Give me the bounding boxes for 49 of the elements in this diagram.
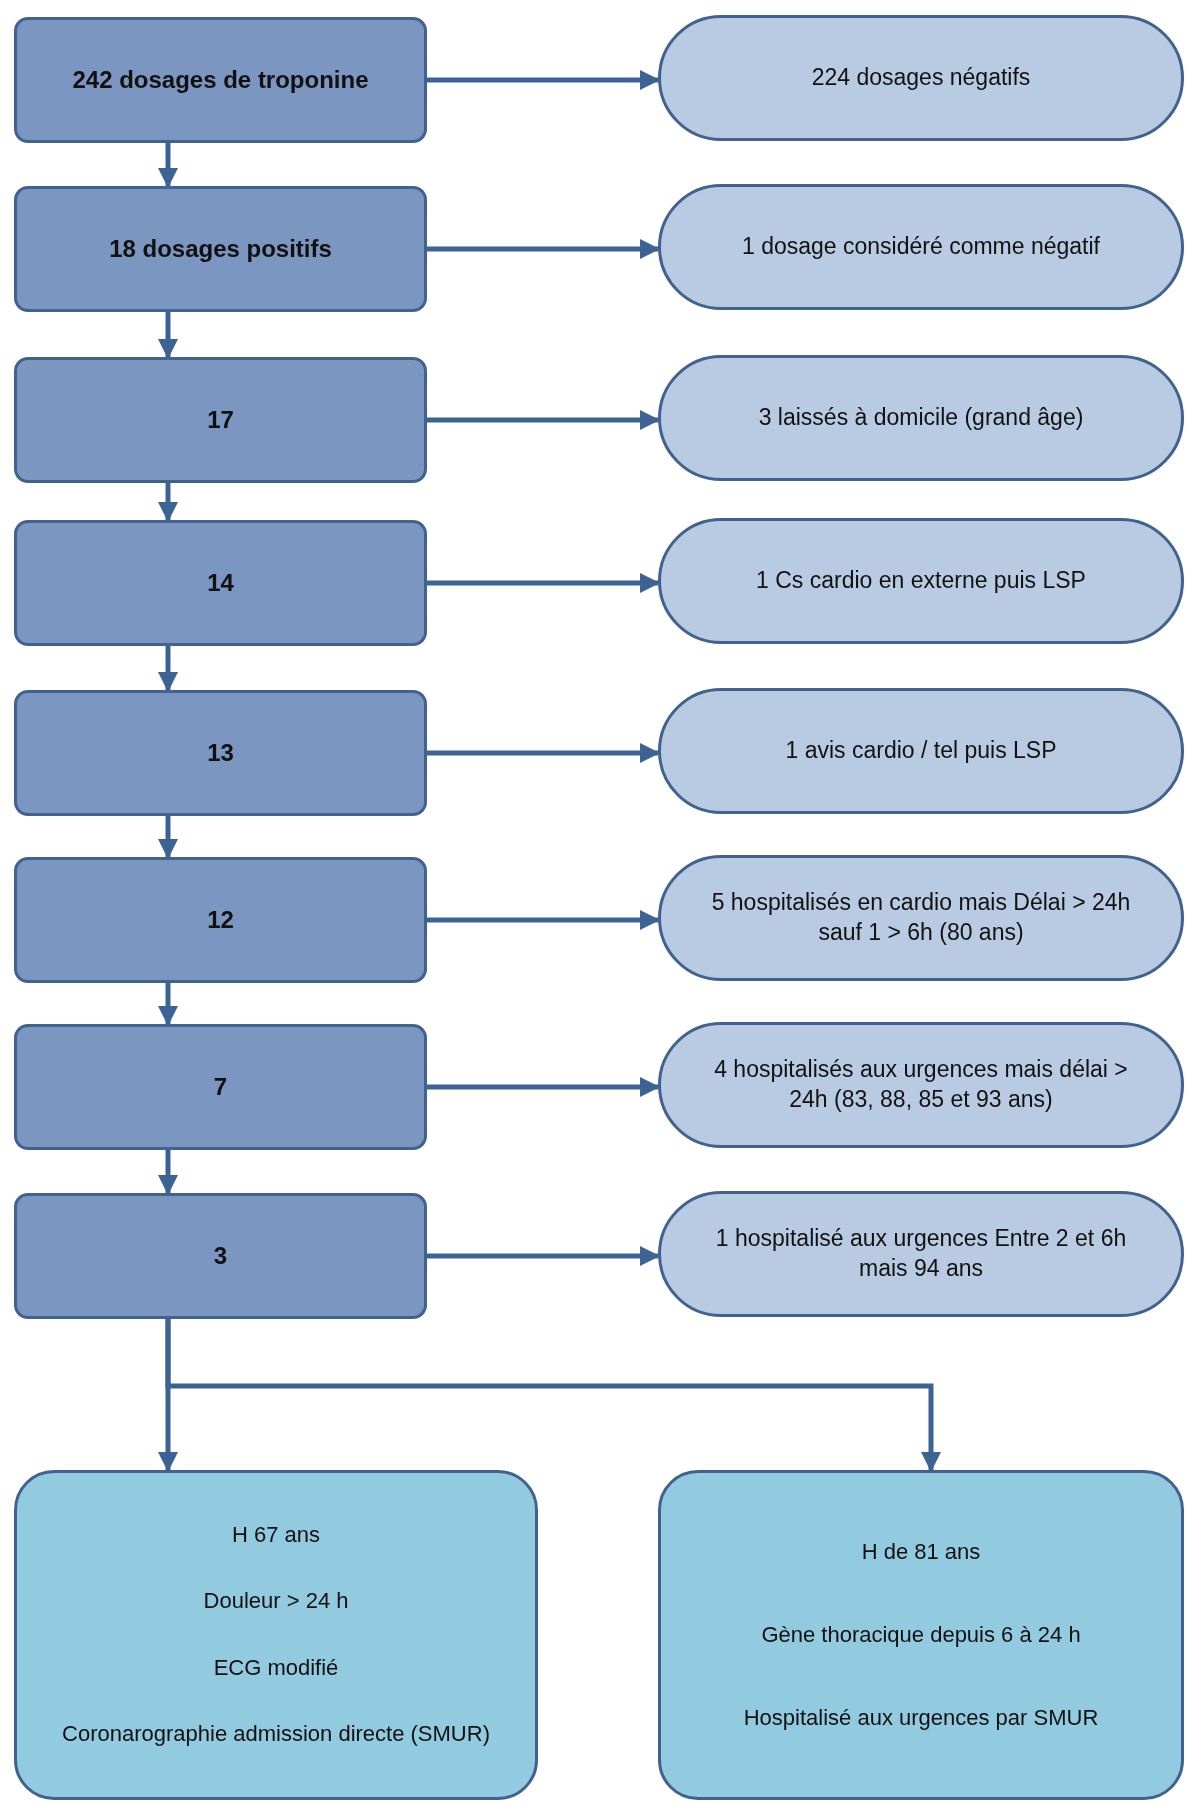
node-text: 17 — [207, 405, 234, 436]
process-box — [14, 357, 427, 483]
arrow — [427, 239, 660, 259]
result-box — [14, 1470, 538, 1800]
node-text: H de 81 ans — [861, 1537, 981, 1566]
node-text: 14 — [207, 568, 234, 599]
arrow — [427, 910, 660, 930]
node-text: Hospitalisé aux urgences par SMUR — [743, 1703, 1099, 1732]
node-text: Douleur > 24 h — [203, 1587, 349, 1616]
process-box — [14, 1024, 427, 1150]
node-text: 242 dosages de troponine — [72, 65, 369, 96]
arrow — [427, 573, 660, 593]
process-box — [14, 857, 427, 983]
node-text: 4 hospitalisés aux urgences mais délai > 24h (83, 88, 85 et 93 ans) — [713, 1055, 1129, 1114]
arrow — [158, 483, 178, 522]
node-text: 1 hospitalisé aux urgences Entre 2 et 6h mais 94 ans — [714, 1224, 1128, 1283]
node-text: ECG modifié — [213, 1653, 339, 1682]
arrow — [158, 143, 178, 188]
arrow — [165, 1319, 941, 1472]
arrow — [158, 1150, 178, 1195]
arrow — [427, 1077, 660, 1097]
node-text: 3 — [213, 1241, 228, 1272]
node-text: Coronarographie admission directe (SMUR) — [62, 1720, 490, 1749]
arrow — [158, 646, 178, 692]
node-text: 1 Cs cardio en externe puis LSP — [756, 566, 1086, 596]
result-box — [658, 1470, 1184, 1800]
node-text: 1 avis cardio / tel puis LSP — [785, 736, 1057, 766]
arrow — [427, 1246, 660, 1266]
node-text: 5 hospitalisés en cardio mais Délai > 24h sauf 1 > 6h (80 ans) — [710, 888, 1132, 947]
arrow — [158, 816, 178, 859]
arrow — [158, 312, 178, 359]
process-box — [14, 186, 427, 312]
node-text: H 67 ans — [231, 1520, 321, 1549]
arrow — [427, 410, 660, 430]
arrow — [427, 743, 660, 763]
process-box — [14, 1193, 427, 1319]
node-text: 18 dosages positifs — [109, 234, 332, 265]
node-text: 1 dosage considéré comme négatif — [742, 232, 1100, 262]
process-box — [14, 520, 427, 646]
node-text: 13 — [207, 738, 234, 769]
node-text: Gène thoracique depuis 6 à 24 h — [761, 1620, 1081, 1649]
arrow — [158, 983, 178, 1026]
process-box — [14, 690, 427, 816]
node-text: 224 dosages négatifs — [811, 63, 1031, 93]
node-text: 3 laissés à domicile (grand âge) — [758, 403, 1084, 433]
process-box — [14, 17, 427, 143]
node-text: 7 — [213, 1072, 228, 1103]
arrow — [427, 70, 660, 90]
node-text: 12 — [207, 905, 234, 936]
